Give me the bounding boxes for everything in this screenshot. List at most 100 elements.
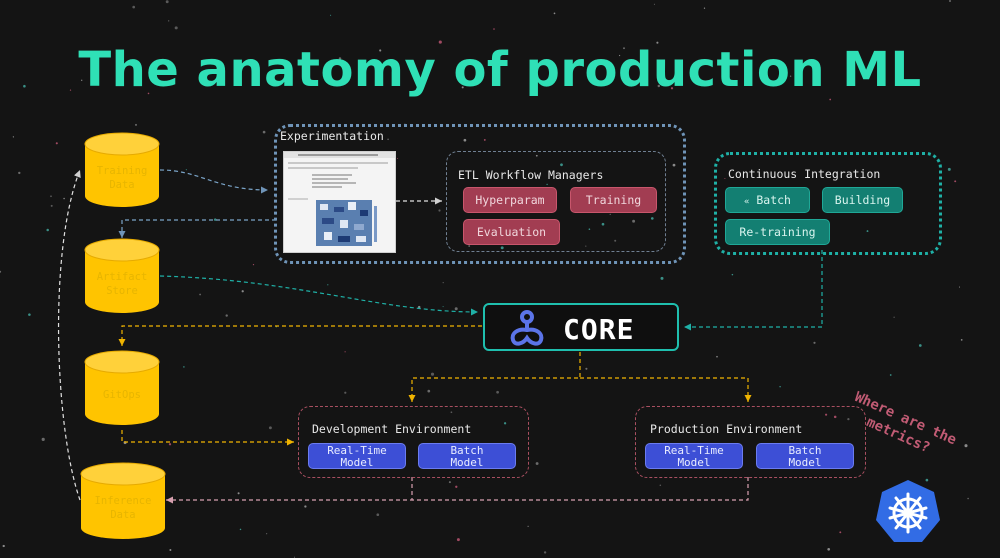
star-dot bbox=[55, 142, 58, 145]
link-core-to-gitops bbox=[118, 325, 482, 346]
heatmap-thumbnail bbox=[316, 200, 372, 246]
star-dot bbox=[659, 484, 662, 486]
star-dot bbox=[330, 14, 332, 16]
star-dot bbox=[653, 3, 655, 5]
dev-realtime-model-line-1: Real-Time bbox=[327, 444, 387, 457]
star-dot bbox=[252, 264, 255, 266]
gitops-label: GitOps bbox=[103, 389, 141, 401]
link-ci-to-core bbox=[684, 250, 823, 331]
star-dot bbox=[387, 138, 389, 141]
star-dot bbox=[359, 139, 362, 141]
star-dot bbox=[925, 478, 929, 482]
ci-title: Continuous Integration bbox=[728, 167, 881, 181]
building-step: Building bbox=[822, 187, 903, 213]
star-dot bbox=[41, 437, 45, 441]
star-dot bbox=[813, 341, 816, 344]
kubernetes-helm-icon bbox=[876, 480, 940, 542]
star-dot bbox=[716, 355, 718, 358]
star-dot bbox=[168, 20, 170, 22]
star-dot bbox=[266, 533, 268, 535]
star-dot bbox=[657, 84, 661, 88]
evaluation-step: Evaluation bbox=[463, 219, 560, 245]
star-dot bbox=[500, 246, 504, 250]
star-dot bbox=[132, 5, 136, 9]
training-data-label-2: Data bbox=[109, 179, 135, 191]
star-dot bbox=[947, 167, 951, 171]
star-dot bbox=[185, 169, 187, 171]
experimentation-group bbox=[274, 124, 686, 264]
star-dot bbox=[262, 130, 266, 134]
batch-prefix-glyph: « bbox=[744, 197, 750, 207]
star-dot bbox=[241, 290, 244, 293]
star-dot bbox=[135, 123, 137, 126]
star-dot bbox=[779, 385, 781, 388]
star-dot bbox=[50, 195, 52, 198]
star-dot bbox=[12, 136, 15, 138]
star-dot bbox=[967, 497, 969, 500]
star-dot bbox=[594, 78, 597, 82]
star-dot bbox=[237, 492, 240, 495]
star-dot bbox=[448, 481, 451, 484]
star-dot bbox=[866, 230, 869, 233]
star-dot bbox=[442, 306, 444, 308]
star-dot bbox=[147, 92, 150, 95]
star-dot bbox=[327, 284, 329, 286]
star-dot bbox=[450, 411, 453, 414]
link-inference-to-training bbox=[57, 169, 81, 501]
star-dot bbox=[609, 213, 611, 215]
core-logo-icon bbox=[510, 310, 544, 346]
star-dot bbox=[535, 154, 538, 157]
star-dot bbox=[496, 390, 499, 394]
prod-batch-model-line-1: Batch bbox=[788, 444, 822, 457]
star-dot bbox=[468, 245, 471, 247]
star-dot bbox=[268, 426, 272, 430]
star-dot bbox=[225, 314, 228, 317]
star-dot bbox=[960, 339, 963, 341]
core-platform-node: CORE bbox=[483, 303, 679, 351]
star-dot bbox=[455, 485, 458, 488]
star-dot bbox=[631, 80, 635, 84]
star-dot bbox=[827, 547, 831, 551]
star-dot bbox=[949, 0, 951, 2]
page-title: The anatomy of production ML bbox=[78, 42, 922, 98]
star-dot bbox=[0, 270, 2, 273]
star-dot bbox=[2, 544, 5, 548]
star-dot bbox=[656, 41, 659, 44]
dev-realtime-model-line-2: Model bbox=[340, 456, 374, 469]
prod-batch-model-line-2: Model bbox=[788, 456, 822, 469]
inference-data-label-1: Inference bbox=[94, 495, 152, 507]
batch-step-label: Batch bbox=[756, 193, 791, 207]
star-dot bbox=[344, 351, 346, 353]
star-dot bbox=[535, 462, 539, 465]
training-data-label-1: Training bbox=[96, 165, 148, 177]
star-dot bbox=[619, 54, 621, 57]
star-dot bbox=[543, 551, 547, 554]
star-dot bbox=[427, 389, 431, 393]
star-dot bbox=[304, 505, 307, 508]
star-dot bbox=[397, 157, 399, 159]
star-dot bbox=[81, 79, 83, 81]
star-dot bbox=[50, 204, 53, 207]
star-dot bbox=[213, 218, 217, 221]
hyperparam-step: Hyperparam bbox=[463, 187, 557, 213]
gitops-store: GitOps bbox=[84, 350, 160, 426]
star-dot bbox=[442, 282, 444, 284]
star-dot bbox=[169, 549, 172, 551]
star-dot bbox=[964, 444, 968, 448]
production-environment-group bbox=[635, 406, 866, 478]
star-dot bbox=[731, 273, 734, 276]
star-dot bbox=[601, 222, 605, 226]
star-dot bbox=[183, 366, 185, 368]
artifact-store-label-2: Store bbox=[106, 285, 138, 297]
link-experiment-to-artifact bbox=[118, 219, 276, 238]
link-gitops-to-dev bbox=[121, 430, 294, 446]
star-dot bbox=[430, 372, 435, 376]
star-dot bbox=[560, 163, 563, 167]
link-training-to-experiment bbox=[159, 169, 269, 194]
batch-step: « Batch bbox=[725, 187, 810, 213]
star-dot bbox=[174, 26, 178, 30]
star-dot bbox=[483, 138, 486, 141]
